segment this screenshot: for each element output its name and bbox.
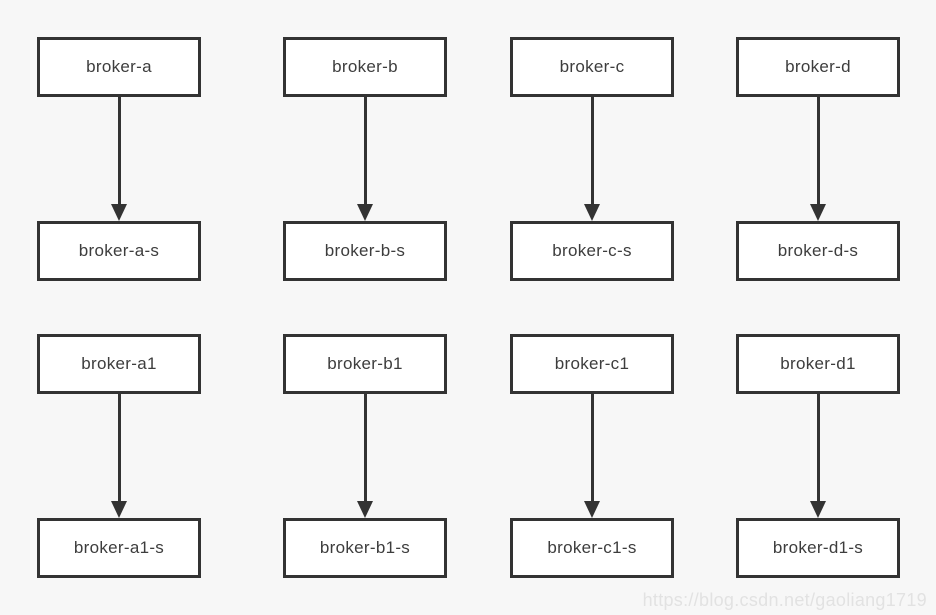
broker-pair: broker-b1 broker-b1-s [283, 334, 447, 578]
arrow-line [816, 394, 820, 502]
replication-arrow [736, 394, 900, 518]
master-broker-node: broker-d [736, 37, 900, 97]
arrow-line [816, 97, 820, 205]
master-broker-label: broker-c [559, 57, 625, 76]
arrow-line [590, 394, 594, 502]
broker-pair: broker-c1 broker-c1-s [510, 334, 674, 578]
arrow-line [117, 97, 121, 205]
broker-pair: broker-d1 broker-d1-s [736, 334, 900, 578]
slave-broker-label: broker-a-s [78, 241, 160, 260]
slave-broker-node: broker-b-s [283, 221, 447, 281]
master-broker-node: broker-b1 [283, 334, 447, 394]
replication-arrow [283, 394, 447, 518]
arrow-head-icon [357, 501, 373, 518]
master-broker-label: broker-a1 [81, 354, 157, 373]
slave-broker-label: broker-c1-s [547, 538, 637, 557]
slave-broker-node: broker-d1-s [736, 518, 900, 578]
replication-arrow [37, 394, 201, 518]
slave-broker-label: broker-d1-s [772, 538, 864, 557]
master-broker-label: broker-d1 [780, 354, 856, 373]
slave-broker-node: broker-c-s [510, 221, 674, 281]
slave-broker-label: broker-b-s [324, 241, 406, 260]
replication-arrow [283, 97, 447, 221]
master-broker-node: broker-a [37, 37, 201, 97]
broker-pair: broker-b broker-b-s [283, 37, 447, 281]
broker-pair: broker-a broker-a-s [37, 37, 201, 281]
master-broker-label: broker-b1 [327, 354, 403, 373]
arrow-head-icon [584, 501, 600, 518]
slave-broker-label: broker-a1-s [73, 538, 165, 557]
slave-broker-node: broker-a1-s [37, 518, 201, 578]
slave-broker-label: broker-b1-s [319, 538, 411, 557]
master-broker-label: broker-c1 [554, 354, 630, 373]
master-broker-node: broker-a1 [37, 334, 201, 394]
master-broker-node: broker-b [283, 37, 447, 97]
replication-arrow [37, 97, 201, 221]
broker-pair: broker-d broker-d-s [736, 37, 900, 281]
master-broker-node: broker-c1 [510, 334, 674, 394]
replication-arrow [736, 97, 900, 221]
arrow-head-icon [111, 501, 127, 518]
slave-broker-node: broker-c1-s [510, 518, 674, 578]
master-broker-label: broker-d [785, 57, 851, 76]
arrow-line [363, 394, 367, 502]
master-broker-label: broker-a [86, 57, 152, 76]
replication-arrow [510, 97, 674, 221]
arrow-line [363, 97, 367, 205]
arrow-head-icon [357, 204, 373, 221]
broker-pair: broker-c broker-c-s [510, 37, 674, 281]
slave-broker-node: broker-b1-s [283, 518, 447, 578]
arrow-line [590, 97, 594, 205]
master-broker-node: broker-d1 [736, 334, 900, 394]
broker-pair: broker-a1 broker-a1-s [37, 334, 201, 578]
slave-broker-label: broker-c-s [552, 241, 632, 260]
master-broker-label: broker-b [332, 57, 398, 76]
arrow-head-icon [810, 501, 826, 518]
replication-arrow [510, 394, 674, 518]
watermark-url: https://blog.csdn.net/gaoliang1719 [642, 590, 927, 610]
arrow-head-icon [810, 204, 826, 221]
arrow-head-icon [111, 204, 127, 221]
master-broker-node: broker-c [510, 37, 674, 97]
slave-broker-node: broker-a-s [37, 221, 201, 281]
arrow-line [117, 394, 121, 502]
slave-broker-label: broker-d-s [777, 241, 859, 260]
slave-broker-node: broker-d-s [736, 221, 900, 281]
arrow-head-icon [584, 204, 600, 221]
